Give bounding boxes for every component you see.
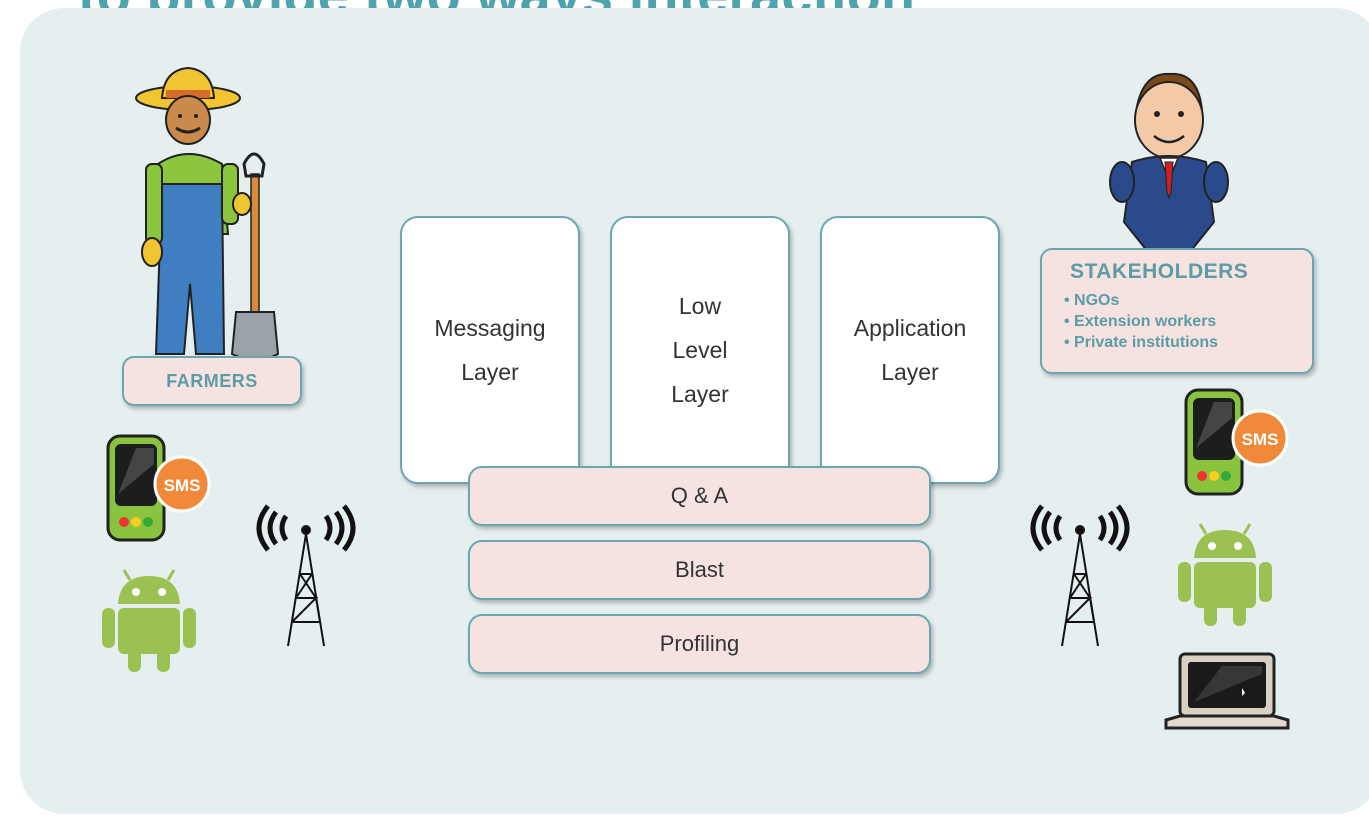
radio-tower-icon (256, 504, 356, 647)
layer-label-line: Layer (671, 381, 729, 407)
layer-label-line: Layer (881, 359, 939, 385)
sms-badge-label: SMS (1242, 430, 1279, 449)
stakeholder-item: Extension workers (1064, 311, 1218, 332)
layer-label-line: Level (672, 337, 728, 363)
laptop-icon (1164, 652, 1290, 730)
radio-tower-icon (1030, 504, 1130, 647)
farmer-icon (135, 66, 280, 364)
businessman-icon (1109, 72, 1229, 260)
android-icon (102, 569, 196, 672)
sms-badge-label: SMS (164, 476, 201, 495)
stakeholder-item: Private institutions (1064, 332, 1218, 353)
application-layer-box: Application Layer (820, 216, 1000, 484)
layer-label-line: Application (853, 315, 967, 341)
layer-label-line: Low (678, 293, 722, 319)
stakeholders-label-box: STAKEHOLDERS NGOs Extension workers Priv… (1040, 248, 1314, 374)
messaging-layer-box: Messaging Layer (400, 216, 580, 484)
layer-label-line: Messaging (434, 315, 546, 341)
bar-label: Blast (675, 557, 724, 582)
sms-phone-icon: SMS (1184, 388, 1289, 496)
qa-bar: Q & A (468, 466, 931, 526)
stakeholder-item: NGOs (1064, 290, 1218, 311)
sms-phone-icon: SMS (106, 434, 211, 542)
farmers-label-box: FARMERS (122, 356, 302, 406)
profiling-bar: Profiling (468, 614, 931, 674)
bar-label: Q & A (670, 483, 729, 508)
stakeholders-list: NGOs Extension workers Private instituti… (1064, 290, 1218, 353)
stakeholders-heading: STAKEHOLDERS (1070, 260, 1249, 283)
farmers-label: FARMERS (166, 370, 258, 391)
low-level-layer-box: Low Level Layer (610, 216, 790, 484)
android-icon (1178, 523, 1272, 626)
bar-label: Profiling (659, 631, 740, 656)
layer-label-line: Layer (461, 359, 519, 385)
blast-bar: Blast (468, 540, 931, 600)
